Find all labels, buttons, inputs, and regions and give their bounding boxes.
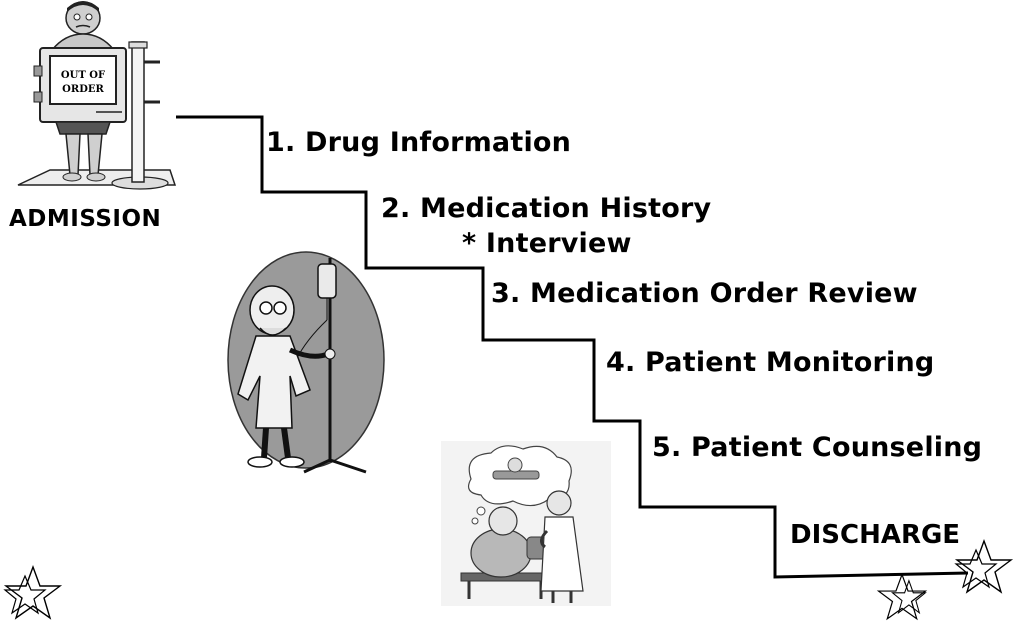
patient-with-sign-illustration: OUT OF ORDER [17, 1, 177, 190]
step-4-patient-monitoring: 4. Patient Monitoring [606, 347, 935, 378]
step-2-interview-note: * Interview [462, 228, 632, 259]
step-5-patient-counseling: 5. Patient Counseling [652, 432, 983, 463]
star-icon [3, 564, 63, 620]
star-icon [876, 572, 928, 621]
sign-text-line-2: ORDER [62, 84, 104, 95]
iv-drip-patient-illustration [227, 251, 385, 474]
discharge-label: DISCHARGE [790, 520, 961, 550]
counseling-illustration [441, 441, 611, 606]
step-1-drug-information: 1. Drug Information [266, 127, 572, 158]
step-2-medication-history: 2. Medication History [381, 193, 712, 224]
admission-label: ADMISSION [9, 206, 162, 232]
sign-text-line-1: OUT OF [61, 70, 105, 81]
star-icon [954, 538, 1014, 594]
step-3-medication-order-review: 3. Medication Order Review [491, 278, 918, 309]
